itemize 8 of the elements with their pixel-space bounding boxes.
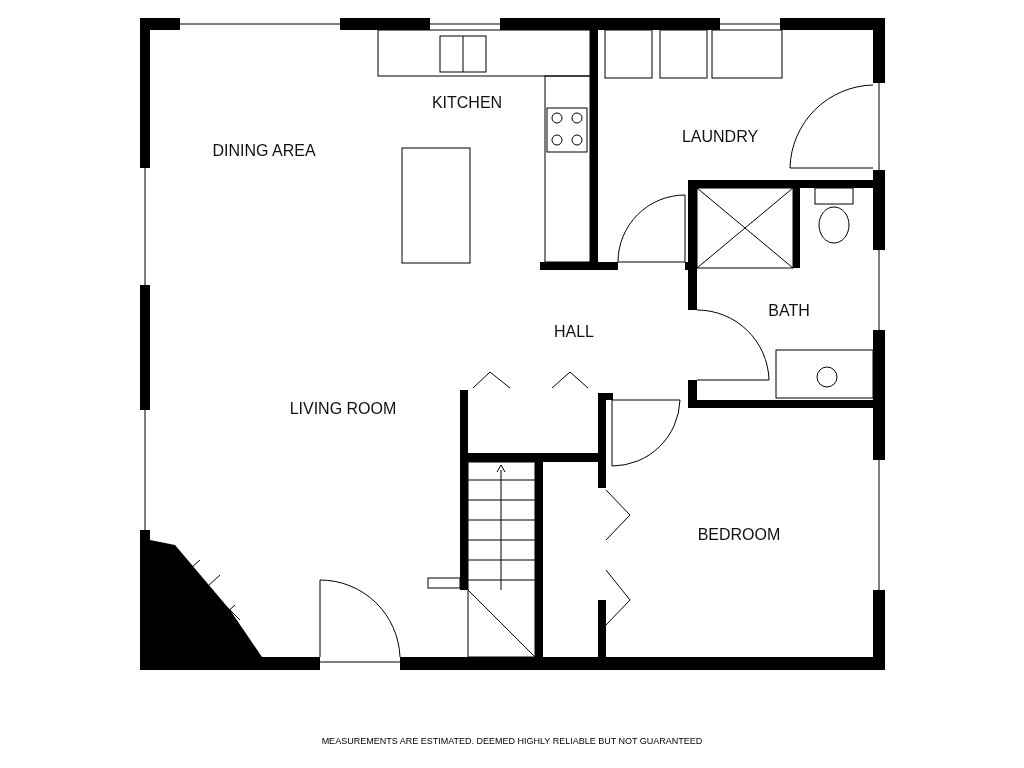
- room-label: LAUNDRY: [681, 128, 759, 146]
- room-label: BEDROOM: [697, 526, 781, 544]
- room-label: DINING AREA: [212, 142, 316, 160]
- room-label: HALL: [554, 323, 594, 341]
- room-label: BATH: [768, 302, 810, 320]
- room-label: LIVING ROOM: [289, 400, 397, 418]
- disclaimer-note: MEASUREMENTS ARE ESTIMATED. DEEMED HIGHLY RELIABLE BUT NOT GUARANTEED: [321, 736, 703, 746]
- room-label: KITCHEN: [431, 94, 503, 112]
